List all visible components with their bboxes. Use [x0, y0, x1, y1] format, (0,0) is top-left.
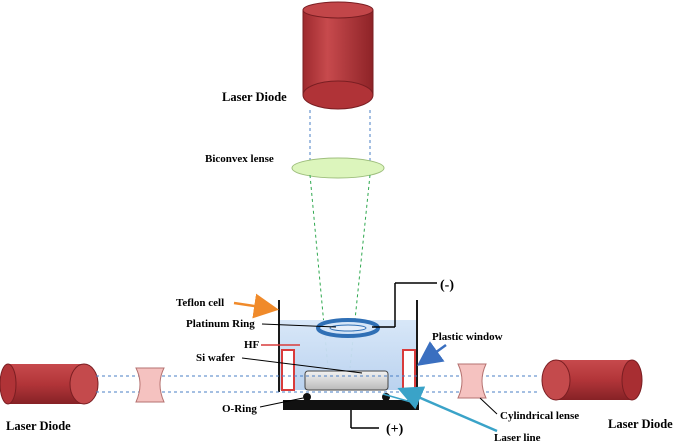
plastic-window-arrow [416, 341, 447, 366]
negative-electrode-wire [372, 282, 437, 328]
left-o-ring [303, 393, 311, 401]
si-wafer-label: Si wafer [196, 352, 235, 364]
laser-line-label: Laser line [494, 432, 541, 444]
biconvex-lense-label: Biconvex lense [205, 153, 274, 165]
platinum-ring [316, 318, 380, 338]
platinum-ring-leader [261, 323, 337, 328]
right-laser-diode [541, 359, 643, 401]
left-plastic-window [281, 349, 295, 391]
biconvex-lens [291, 157, 385, 179]
left-laser-diode [0, 363, 99, 405]
laser-line-arrow [397, 386, 498, 433]
cylindrical-lense-leader [479, 397, 498, 415]
top-laser-diode [302, 1, 374, 110]
right-laser-diode-label: Laser Diode [608, 417, 673, 431]
cylindrical-lense-label: Cylindrical lense [500, 410, 579, 422]
focused-beam [309, 174, 371, 369]
si-wafer [304, 370, 389, 391]
top-beam-lines [309, 110, 371, 168]
o-ring-label: O-Ring [222, 403, 257, 415]
teflon-cell-arrow [233, 293, 279, 319]
plus-terminal-label: (+) [386, 422, 404, 437]
minus-terminal-label: (-) [440, 278, 454, 293]
hf-label: HF [244, 339, 260, 351]
o-ring-leader [259, 397, 304, 408]
teflon-cell-label: Teflon cell [176, 297, 224, 309]
si-wafer-leader [241, 357, 363, 374]
positive-electrode-wire [350, 410, 379, 429]
left-laser-diode-label: Laser Diode [6, 419, 71, 433]
right-plastic-window [402, 349, 416, 391]
right-cylindrical-lens [457, 363, 487, 399]
top-laser-diode-label: Laser Diode [222, 90, 287, 104]
left-cylindrical-lens [135, 367, 165, 403]
plastic-window-label: Plastic window [432, 331, 503, 343]
horizontal-beam-lines [96, 375, 540, 393]
laser-line-secondary-leader [382, 393, 419, 405]
platinum-ring-label: Platinum Ring [186, 318, 255, 330]
base-electrode-plate [283, 400, 419, 410]
